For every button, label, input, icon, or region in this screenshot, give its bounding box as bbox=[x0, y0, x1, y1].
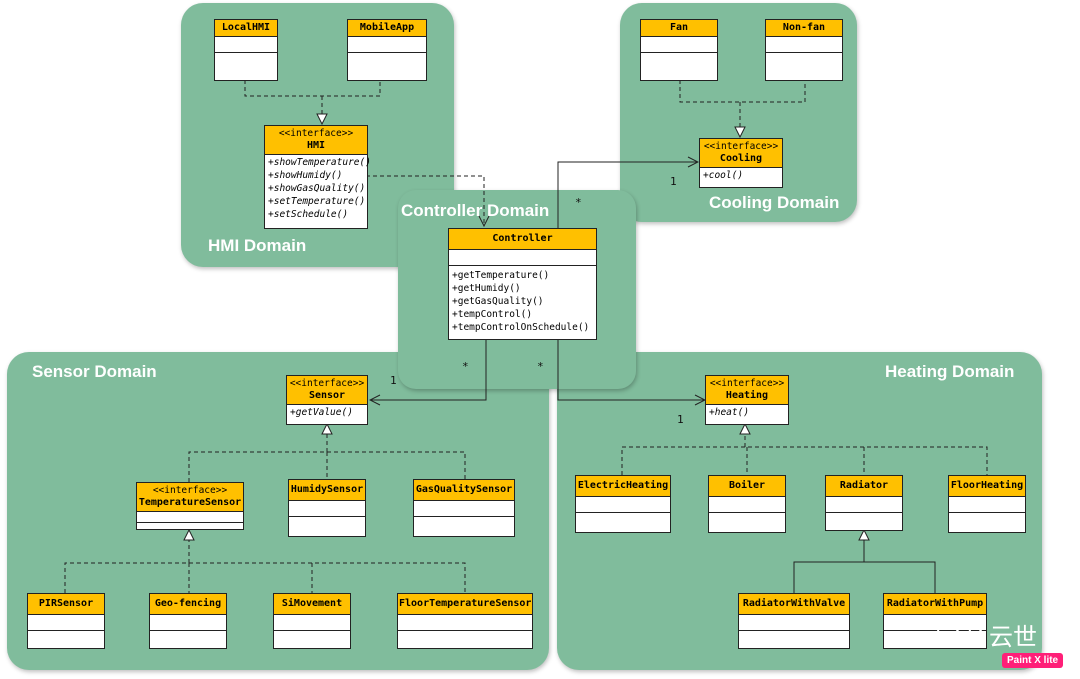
sensor-multiplicity-many: * bbox=[462, 360, 469, 373]
paint-badge: Paint X lite bbox=[1002, 653, 1064, 668]
radiator-with-valve-name: RadiatorWithValve bbox=[739, 594, 849, 615]
cooling-multiplicity-one: 1 bbox=[670, 175, 677, 188]
cooling-domain-label: Cooling Domain bbox=[709, 193, 840, 212]
radiator-name: Radiator bbox=[826, 476, 902, 497]
hmi-op: +showTemperature() bbox=[268, 157, 371, 168]
watermark-text: 云世 bbox=[989, 623, 1037, 651]
controller-name: Controller bbox=[449, 229, 596, 250]
fan-name: Fan bbox=[641, 20, 717, 37]
temperature-sensor-stereotype: <<interface>> bbox=[152, 485, 228, 496]
humidy-sensor-class: HumidySensor bbox=[288, 479, 366, 537]
electric-heating-class: ElectricHeating bbox=[575, 475, 671, 533]
hmi-op: +setTemperature() bbox=[268, 196, 366, 207]
fan-class: Fan bbox=[640, 19, 718, 81]
gas-quality-sensor-class: GasQualitySensor bbox=[413, 479, 515, 537]
cooling-stereotype: <<interface>> bbox=[703, 141, 779, 152]
si-movement-class: SiMovement bbox=[273, 593, 351, 649]
sensor-op: +getValue() bbox=[290, 407, 353, 418]
controller-op: +getHumidy() bbox=[452, 283, 521, 294]
wechat-icon bbox=[937, 616, 983, 646]
cooling-op: +cool() bbox=[703, 170, 744, 181]
controller-domain-label: Controller Domain bbox=[401, 201, 550, 220]
radiator-class: Radiator bbox=[825, 475, 903, 531]
temperature-sensor-name: TemperatureSensor bbox=[138, 497, 242, 508]
radiator-with-pump-class: RadiatorWithPump bbox=[883, 593, 987, 649]
controller-op: +tempControl() bbox=[452, 309, 533, 320]
hmi-domain-label: HMI Domain bbox=[208, 236, 307, 255]
floor-heating-name: FloorHeating bbox=[949, 476, 1025, 497]
floor-heating-class: FloorHeating bbox=[948, 475, 1026, 533]
local-hmi-class: LocalHMI bbox=[214, 19, 278, 81]
controller-op: +getTemperature() bbox=[452, 270, 550, 281]
mobile-app-name: MobileApp bbox=[348, 20, 426, 37]
heating-domain-label: Heating Domain bbox=[885, 362, 1015, 381]
hmi-name: HMI bbox=[306, 140, 326, 151]
mobile-app-class: MobileApp bbox=[347, 19, 427, 81]
hmi-interface-class: <<interface>>HMI +showTemperature() +sho… bbox=[264, 125, 371, 229]
hmi-op: +setSchedule() bbox=[268, 209, 349, 220]
heating-op: +heat() bbox=[709, 407, 750, 418]
heating-interface-class: <<interface>>Heating +heat() bbox=[705, 375, 789, 425]
boiler-name: Boiler bbox=[709, 476, 785, 497]
heating-multiplicity-one: 1 bbox=[677, 413, 684, 426]
heating-name: Heating bbox=[725, 390, 769, 401]
hmi-op: +showHumidy() bbox=[268, 170, 343, 181]
cooling-multiplicity-many: * bbox=[575, 196, 582, 209]
cooling-interface-class: <<interface>>Cooling +cool() bbox=[699, 138, 783, 188]
electric-heating-name: ElectricHeating bbox=[576, 476, 670, 497]
non-fan-name: Non-fan bbox=[766, 20, 842, 37]
sensor-stereotype: <<interface>> bbox=[289, 378, 365, 389]
si-movement-name: SiMovement bbox=[274, 594, 350, 615]
temperature-sensor-class: <<interface>>TemperatureSensor bbox=[136, 482, 244, 530]
gas-quality-sensor-name: GasQualitySensor bbox=[414, 480, 514, 501]
floor-temperature-sensor-class: FloorTemperatureSensor bbox=[397, 593, 533, 649]
hmi-stereotype: <<interface>> bbox=[278, 128, 354, 139]
radiator-with-valve-class: RadiatorWithValve bbox=[738, 593, 850, 649]
controller-op: +tempControlOnSchedule() bbox=[452, 322, 590, 333]
controller-op: +getGasQuality() bbox=[452, 296, 544, 307]
sensor-multiplicity-one: 1 bbox=[390, 374, 397, 387]
geo-fencing-name: Geo-fencing bbox=[150, 594, 226, 615]
controller-class: Controller +getTemperature() +getHumidy(… bbox=[448, 228, 597, 340]
floor-temperature-sensor-name: FloorTemperatureSensor bbox=[398, 594, 532, 615]
cooling-name: Cooling bbox=[719, 153, 763, 164]
pir-sensor-class: PIRSensor bbox=[27, 593, 105, 649]
geo-fencing-class: Geo-fencing bbox=[149, 593, 227, 649]
heating-stereotype: <<interface>> bbox=[709, 378, 785, 389]
pir-sensor-name: PIRSensor bbox=[28, 594, 104, 615]
local-hmi-name: LocalHMI bbox=[215, 20, 277, 37]
heating-multiplicity-many: * bbox=[537, 360, 544, 373]
sensor-domain-label: Sensor Domain bbox=[32, 362, 157, 381]
humidy-sensor-name: HumidySensor bbox=[289, 480, 365, 501]
radiator-with-pump-name: RadiatorWithPump bbox=[884, 594, 986, 615]
boiler-class: Boiler bbox=[708, 475, 786, 533]
non-fan-class: Non-fan bbox=[765, 19, 843, 81]
sensor-interface-class: <<interface>>Sensor +getValue() bbox=[286, 375, 368, 425]
sensor-name: Sensor bbox=[308, 390, 346, 401]
hmi-op: +showGasQuality() bbox=[268, 183, 366, 194]
